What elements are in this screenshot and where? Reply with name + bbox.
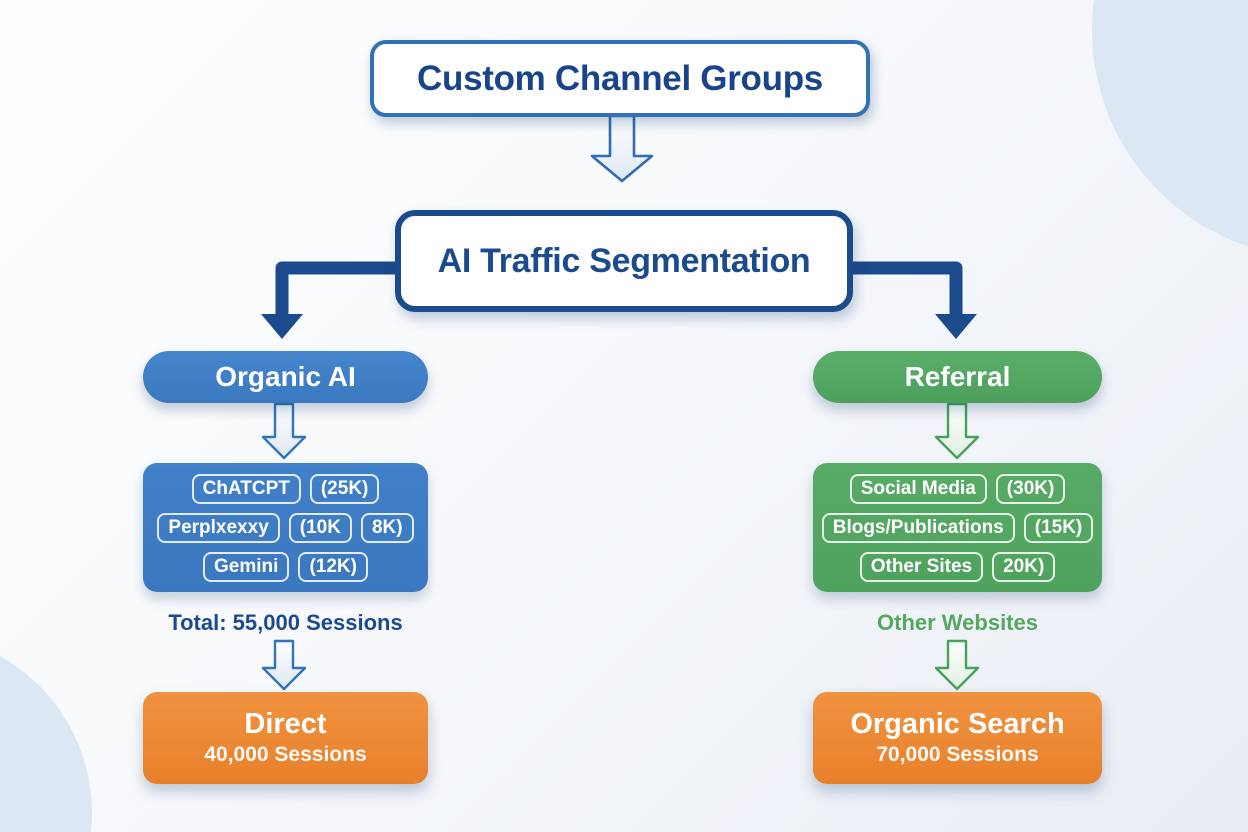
chip-row: Other Sites 20K) xyxy=(859,551,1056,582)
chip-other-sites-count: 20K) xyxy=(992,551,1056,582)
chip-gemini: Gemini xyxy=(203,551,290,582)
connector-hub-to-organic-ai xyxy=(275,261,395,316)
chip-blogs-publications-count: (15K) xyxy=(1023,512,1094,543)
chip-row: Gemini (12K) xyxy=(203,551,368,582)
chip-gemini-count: (12K) xyxy=(298,551,368,582)
node-label: Organic AI xyxy=(215,361,356,392)
chip-row: Social Media (30K) xyxy=(849,473,1066,504)
node-label: AI Traffic Segmentation xyxy=(437,241,811,280)
arrow-total-to-direct xyxy=(261,639,307,691)
chip-other-sites: Other Sites xyxy=(859,551,984,582)
chip-row: Blogs/Publications (15K) xyxy=(821,512,1094,543)
result-title: Organic Search xyxy=(850,707,1065,740)
node-direct: Direct 40,000 Sessions xyxy=(143,692,428,784)
chip-social-media-count: (30K) xyxy=(995,473,1066,504)
chip-perplexity-count-2: 8K) xyxy=(360,512,414,543)
panel-referral-sources: Social Media (30K) Blogs/Publications (1… xyxy=(813,463,1102,592)
result-subtitle: 70,000 Sessions xyxy=(876,743,1039,767)
chip-perplexity-count-1: (10K xyxy=(288,512,352,543)
connector-hub-to-referral xyxy=(853,261,963,316)
panel-organic-ai-sources: ChATCPT (25K) Perplxexxy (10K 8K) Gemini… xyxy=(143,463,428,592)
chip-perplexity: Perplxexxy xyxy=(157,512,280,543)
node-label: Custom Channel Groups xyxy=(417,58,823,98)
chip-row: Perplxexxy (10K 8K) xyxy=(157,512,414,543)
node-custom-channel-groups: Custom Channel Groups xyxy=(370,40,870,117)
node-referral: Referral xyxy=(813,351,1102,403)
label-other-websites: Other Websites xyxy=(877,610,1038,635)
result-subtitle: 40,000 Sessions xyxy=(204,743,367,767)
node-ai-traffic-segmentation: AI Traffic Segmentation xyxy=(395,210,853,312)
chip-chatgpt: ChATCPT xyxy=(191,473,301,504)
result-title: Direct xyxy=(244,707,327,740)
arrow-websites-to-organic-search xyxy=(934,639,980,691)
arrow-organic-ai-to-sources xyxy=(261,402,307,460)
arrow-referral-to-sources xyxy=(934,402,980,460)
chip-row: ChATCPT (25K) xyxy=(191,473,380,504)
node-organic-ai: Organic AI xyxy=(143,351,428,403)
chip-chatgpt-count: (25K) xyxy=(309,473,380,504)
node-organic-search: Organic Search 70,000 Sessions xyxy=(813,692,1102,784)
arrow-root-to-hub xyxy=(590,114,654,183)
arrowhead-referral xyxy=(935,314,977,339)
node-label: Referral xyxy=(904,361,1011,392)
label-total-sessions: Total: 55,000 Sessions xyxy=(168,610,403,635)
arrowhead-organic-ai xyxy=(261,314,303,339)
chip-blogs-publications: Blogs/Publications xyxy=(821,512,1015,543)
chip-social-media: Social Media xyxy=(849,473,987,504)
